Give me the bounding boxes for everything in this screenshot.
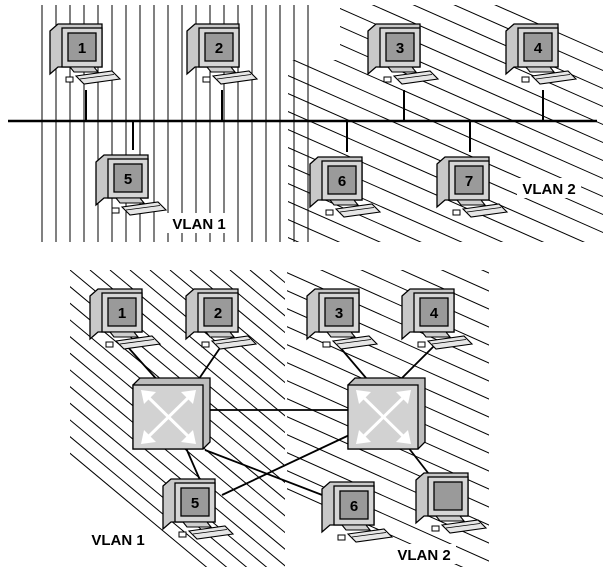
svg-text:4: 4 [430, 305, 439, 322]
bottom-vlan2-label: VLAN 2 [392, 544, 456, 564]
svg-text:3: 3 [335, 305, 343, 322]
top-computer-3: 3 [368, 24, 438, 84]
bottom-switch-vlan1 [133, 378, 210, 449]
top-vlan1-label: VLAN 1 [167, 213, 231, 233]
svg-text:2: 2 [215, 40, 223, 57]
svg-text:2: 2 [214, 305, 222, 322]
bottom-computer-4: 4 [402, 289, 472, 349]
top-computer-2: 2 [187, 24, 257, 84]
svg-text:4: 4 [534, 40, 543, 57]
top-computer-1: 1 [50, 24, 120, 84]
svg-text:1: 1 [78, 40, 86, 57]
svg-text:3: 3 [396, 40, 404, 57]
svg-text:VLAN 2: VLAN 2 [397, 547, 450, 564]
bottom-computer-5: 5 [163, 479, 233, 539]
bottom-switch-vlan2 [348, 378, 425, 449]
svg-text:5: 5 [191, 495, 199, 512]
bottom-computer-2: 2 [186, 289, 256, 349]
svg-text:1: 1 [118, 305, 126, 322]
bottom-diagram: 1 2 3 4 5 6 VLAN 1 [0, 90, 603, 570]
svg-text:VLAN 1: VLAN 1 [91, 532, 144, 549]
bottom-computer-unnumbered [416, 473, 486, 533]
top-computer-7: 7 [437, 157, 507, 217]
bottom-vlan1-label: VLAN 1 [86, 529, 150, 549]
svg-text:6: 6 [338, 173, 346, 190]
top-vlan2-label: VLAN 2 [517, 178, 581, 198]
svg-text:6: 6 [350, 498, 358, 515]
svg-text:VLAN 1: VLAN 1 [172, 216, 225, 233]
svg-text:5: 5 [124, 171, 132, 188]
svg-text:VLAN 2: VLAN 2 [522, 181, 575, 198]
bottom-computer-6: 6 [322, 482, 392, 542]
svg-text:7: 7 [465, 173, 473, 190]
top-computer-5: 5 [96, 155, 166, 215]
